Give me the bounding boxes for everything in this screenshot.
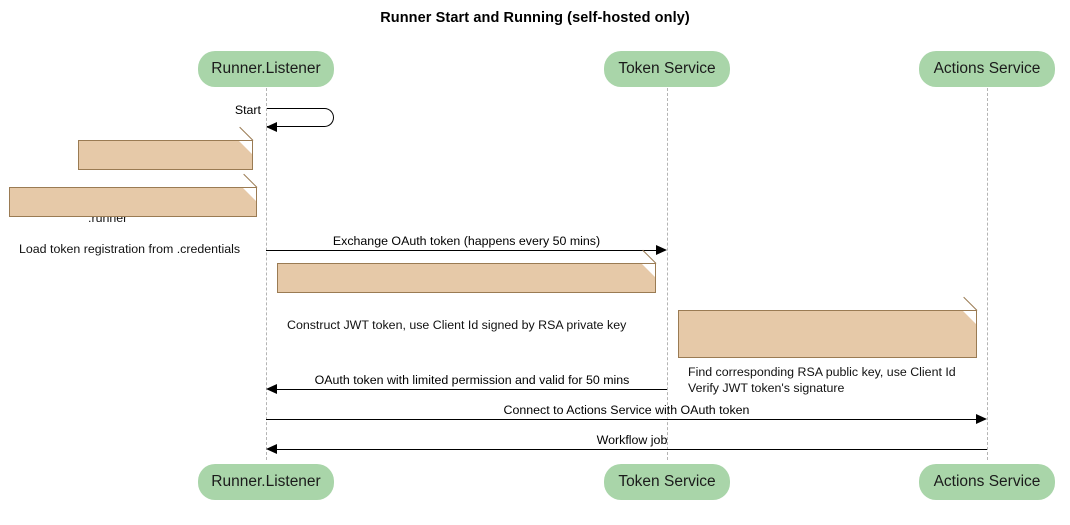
lifeline-actions-service — [987, 88, 988, 460]
participant-label: Runner.Listener — [211, 473, 321, 490]
note-verify-jwt: Find corresponding RSA public key, use C… — [678, 296, 978, 395]
participant-token-service-top[interactable]: Token Service — [604, 51, 730, 87]
lifeline-runner-listener — [266, 88, 267, 460]
message-oauth-token-response-label: OAuth token with limited permission and … — [314, 373, 630, 387]
message-exchange-oauth-token-label: Exchange OAuth token (happens every 50 m… — [332, 234, 601, 248]
participant-actions-service-bottom[interactable]: Actions Service — [919, 464, 1055, 500]
note-text: Load token registration from .credential… — [19, 242, 241, 256]
note-fold-icon — [243, 188, 256, 201]
note-fold-icon — [642, 264, 655, 277]
message-workflow-job-arrowhead — [266, 444, 277, 454]
note-fold-icon — [239, 141, 252, 154]
note-load-config: Load config info from .runner — [78, 126, 254, 225]
note-text: Find corresponding RSA public key, use C… — [688, 365, 956, 395]
diagram-title: Runner Start and Running (self-hosted on… — [380, 10, 690, 26]
note-fold-line-icon — [239, 126, 254, 142]
participant-label: Token Service — [618, 60, 716, 77]
participant-label: Actions Service — [933, 60, 1041, 77]
note-text: Construct JWT token, use Client Id signe… — [287, 318, 627, 332]
note-fold-icon — [963, 311, 976, 324]
self-message-start-loop — [267, 108, 334, 127]
message-oauth-token-response-line — [277, 389, 667, 390]
participant-runner-listener-top[interactable]: Runner.Listener — [198, 51, 334, 87]
message-exchange-oauth-token-arrowhead — [656, 245, 667, 255]
lifeline-token-service — [667, 88, 668, 460]
self-message-start-label: Start — [234, 103, 261, 117]
note-fold-line-icon — [963, 296, 978, 312]
participant-label: Runner.Listener — [211, 60, 321, 77]
note-load-token-registration: Load token registration from .credential… — [9, 173, 258, 256]
note-construct-jwt: Construct JWT token, use Client Id signe… — [277, 249, 657, 332]
note-fold-line-icon — [243, 173, 258, 189]
message-oauth-token-response-arrowhead — [266, 384, 277, 394]
participant-actions-service-top[interactable]: Actions Service — [919, 51, 1055, 87]
self-message-start-arrowhead — [266, 121, 277, 132]
participant-label: Actions Service — [933, 473, 1041, 490]
message-connect-actions-service-line — [266, 419, 976, 420]
message-workflow-job-line — [277, 449, 987, 450]
participant-label: Token Service — [618, 473, 716, 490]
participant-runner-listener-bottom[interactable]: Runner.Listener — [198, 464, 334, 500]
message-workflow-job-label: Workflow job — [596, 433, 668, 447]
message-exchange-oauth-token-line — [266, 250, 656, 251]
message-connect-actions-service-label: Connect to Actions Service with OAuth to… — [503, 403, 750, 417]
note-fold-line-icon — [642, 249, 657, 265]
participant-token-service-bottom[interactable]: Token Service — [604, 464, 730, 500]
message-connect-actions-service-arrowhead — [976, 414, 987, 424]
